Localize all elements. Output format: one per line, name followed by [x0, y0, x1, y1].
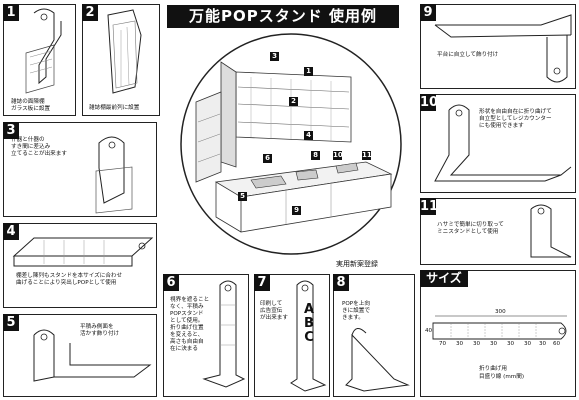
panel-number: 2 [82, 4, 98, 21]
panel-number: 3 [3, 122, 19, 139]
size-tick: 30 [507, 341, 515, 347]
panel-4: 4 棚差し陳列もスタンドを本サイズに合わせ 曲げることにより突出しPOPとして使… [3, 223, 157, 308]
panel-caption: 雑誌の面陳棚 ガラス板に設置 [11, 99, 51, 112]
stand-illustration [12, 237, 154, 267]
panel-caption: 視界を遮ること なく、平積み POPスタンド として使用。 折り曲げ位置 を変え… [170, 297, 210, 352]
panel-number: 8 [333, 274, 349, 291]
panel-caption: POPを上向 きに設置で きます。 [342, 301, 370, 321]
scene-tag: 2 [289, 97, 298, 106]
size-tick: 60 [553, 341, 561, 347]
size-title: サイズ [420, 270, 468, 287]
size-height-label: 40 [425, 328, 433, 334]
panel-caption: 平台に自立して飾り付け [437, 52, 499, 58]
scene-tag: 11 [362, 151, 372, 160]
panel-caption: 什器と什器の すき間に差込み 立てることが出来ます [11, 137, 67, 157]
scene-tag: 6 [263, 154, 272, 163]
panel-7: 7 印刷して 広告宣伝 が出来ます [254, 274, 330, 397]
size-note: 目盛り線 (mm間) [479, 374, 525, 380]
stand-illustration [434, 14, 572, 83]
panel-number: 1 [3, 4, 19, 21]
size-tick: 30 [539, 341, 547, 347]
panel-number: 5 [3, 314, 19, 331]
panel-caption: 印刷して 広告宣伝 が出来ます [260, 301, 288, 321]
panel-3: 3 什器と什器の すき間に差込み 立てることが出来ます [3, 122, 157, 217]
size-tick: 30 [473, 341, 481, 347]
panel-10: 10 形状を自由自在に折り曲げて 自立型としてレジカウンター にも使用できます [420, 94, 576, 193]
panel-number: 10 [420, 94, 439, 111]
panel-caption: 形状を自由自在に折り曲げて 自立型としてレジカウンター にも使用できます [479, 109, 552, 129]
scene-tag: 9 [292, 206, 301, 215]
size-diagram [432, 315, 567, 340]
page-title: 万能POPスタンド 使用例 [167, 5, 399, 28]
size-tick: 70 [439, 341, 447, 347]
printed-letters: A B C [303, 302, 315, 345]
panel-8: 8 POPを上向 きに設置で きます。 [333, 274, 415, 397]
size-panel: サイズ 300 40 70 30 30 30 30 30 30 60 折り曲げ用… [420, 270, 576, 397]
panel-9: 9 平台に自立して飾り付け [420, 4, 576, 89]
panel-1: 1 雑誌の面陳棚 ガラス板に設置 [3, 4, 76, 116]
size-tick: 30 [490, 341, 498, 347]
stand-illustration [107, 9, 142, 94]
panel-2: 2 雑誌棚最前列に設置 [82, 4, 160, 116]
panel-number: 9 [420, 4, 436, 21]
panel-caption: ハサミで簡単に切り取って ミニスタンドとして使用 [437, 222, 504, 235]
stand-illustration [95, 136, 133, 214]
registration-label: 実用新案登録 [336, 260, 378, 268]
scene-tag: 10 [333, 151, 343, 160]
size-length-label: 300 [495, 309, 506, 315]
panel-11: 11 ハサミで簡単に切り取って ミニスタンドとして使用 [420, 198, 576, 265]
scene-tag: 3 [270, 52, 279, 61]
panel-caption: 雑誌棚最前列に設置 [89, 105, 140, 111]
size-tick: 30 [456, 341, 464, 347]
stand-illustration [202, 280, 246, 388]
panel-6: 6 視界を遮ること なく、平積み POPスタンド として使用。 折り曲げ位置 を… [163, 274, 249, 397]
stand-illustration [33, 329, 152, 382]
stand-illustration [530, 204, 572, 258]
stand-illustration [345, 328, 410, 392]
panel-number: 6 [163, 274, 179, 291]
scene-tag: 4 [304, 131, 313, 140]
scene-tag: 5 [238, 192, 247, 201]
panel-caption: 平積み側面を 活かす飾り付け [80, 324, 120, 337]
panel-number: 4 [3, 223, 19, 240]
panel-5: 5 平積み側面を 活かす飾り付け [3, 314, 157, 397]
store-scene-illustration [180, 33, 402, 255]
stand-illustration [25, 8, 62, 94]
size-tick: 30 [524, 341, 532, 347]
panel-number: 7 [254, 274, 270, 291]
scene-tag: 8 [311, 151, 320, 160]
stand-illustration [290, 280, 327, 392]
size-note: 折り曲げ用 [479, 366, 507, 372]
panel-caption: 棚差し陳列もスタンドを本サイズに合わせ 曲げることにより突出しPOPとして使用 [16, 273, 123, 286]
scene-tag: 1 [304, 67, 313, 76]
panel-number: 11 [420, 198, 439, 215]
stand-illustration [434, 104, 572, 182]
